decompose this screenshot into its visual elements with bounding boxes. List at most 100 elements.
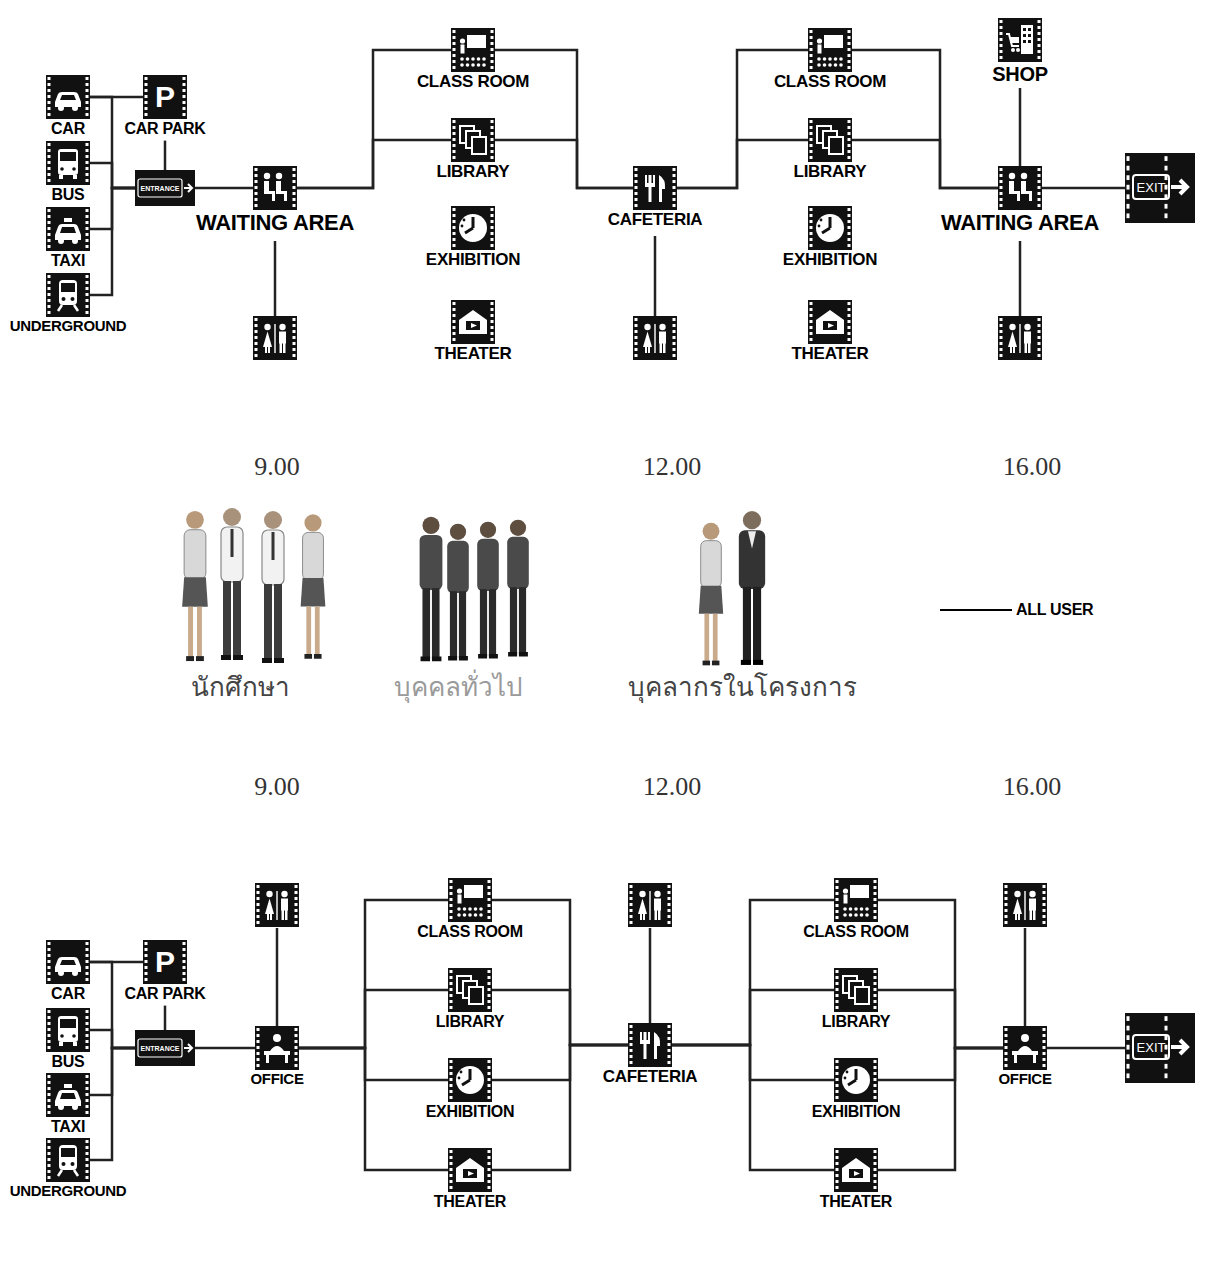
lib-node: LIBRARY [808,118,852,182]
flow-connector [90,188,135,295]
node-label: SHOP [992,63,1047,85]
time-label: 9.00 [254,451,300,482]
node-label: THEATER [434,1193,506,1211]
node-label: THEATER [792,345,869,364]
node-label: CAR PARK [125,985,206,1003]
office-node: OFFICE [1003,1026,1047,1088]
lib-icon [451,118,495,162]
class-icon [451,28,495,72]
car-node: CAR [46,75,90,138]
node-label: THEATER [435,345,512,364]
node-label: CAFETERIA [608,211,703,230]
flow-connector [1047,1047,1125,1050]
flow-connector [195,187,253,190]
lib-node: LIBRARY [448,968,492,1031]
flow-connector [90,962,135,1048]
flow-connector [492,990,628,1045]
node-label: CLASS ROOM [417,73,529,92]
time-label: 12.00 [643,451,702,482]
lib-icon [834,968,878,1012]
office-icon [255,1026,299,1070]
thea-node: THEATER [834,1148,878,1211]
icon-text: EXIT [1133,175,1169,199]
thea-node: THEATER [808,300,852,364]
taxi-node: TAXI [46,207,90,270]
flow-connector [672,990,834,1045]
thea-icon [808,300,852,344]
icon-text: P [143,75,187,119]
train-node: UNDERGROUND [46,1138,90,1200]
exit-node: EXIT [1125,153,1195,223]
node-label: WAITING AREA [196,211,354,235]
node-label: CLASS ROOM [774,73,886,92]
user-group-label: บุคคลทั่วไป [394,672,523,703]
car-icon [46,75,90,119]
park-node: PCAR PARK [143,940,187,1003]
flow-connector [299,1048,448,1170]
flow-connector [878,990,1003,1048]
cafe-node: CAFETERIA [633,166,677,230]
bus-icon [46,1008,90,1052]
exh-node: EXHIBITION [448,1058,492,1121]
node-label: EXHIBITION [812,1103,901,1121]
exh-node: EXHIBITION [808,206,852,270]
flow-connector [852,50,998,188]
exh-node: EXHIBITION [834,1058,878,1121]
exh-icon [808,206,852,250]
node-label: LIBRARY [437,163,510,182]
time-label: 16.00 [1003,451,1062,482]
flow-connector [878,900,1003,1048]
node-label: THEATER [820,1193,892,1211]
exh-icon [448,1058,492,1102]
node-label: CAR [51,120,85,138]
exh-node: EXHIBITION [451,206,495,270]
flow-connector [90,163,135,188]
user-group-label: นักศึกษา [191,672,290,703]
flow-connector [90,1030,135,1048]
thea-node: THEATER [451,300,495,364]
lib-icon [448,968,492,1012]
icon-text: ENTRANCE [138,179,182,197]
thea-node: THEATER [448,1148,492,1211]
seat-icon [253,166,297,210]
flow-connector [1042,187,1125,190]
flow-connector [495,140,633,188]
lib-node: LIBRARY [834,968,878,1031]
node-label: UNDERGROUND [10,318,127,335]
flow-connector [90,1048,135,1160]
train-icon [46,273,90,317]
node-label: UNDERGROUND [10,1183,127,1200]
node-label: CLASS ROOM [417,923,522,941]
legend-text: ALL USER [1016,601,1093,619]
flow-connector [672,900,834,1045]
class-icon [808,28,852,72]
class-node: CLASS ROOM [834,878,878,941]
node-label: OFFICE [998,1071,1051,1088]
bus-node: BUS [46,1008,90,1071]
flow-connector [164,141,167,170]
flow-connector [164,1006,167,1030]
flow-connector [677,50,808,188]
user-group-label: บุคลากรในโครงการ [628,672,857,703]
legend-entry: ALL USER [940,601,1093,619]
shop-icon [998,18,1042,62]
flow-connector [677,140,808,188]
taxi-icon [46,207,90,251]
shop-node: SHOP [998,18,1042,85]
ent-node: ENTRANCE [135,170,195,206]
node-label: CAFETERIA [603,1068,698,1087]
flow-connector [878,1048,1003,1080]
taxi-icon [46,1073,90,1117]
exh-icon [834,1058,878,1102]
office-node: OFFICE [255,1026,299,1088]
class-node: CLASS ROOM [808,28,852,92]
seat-node: WAITING AREA [253,166,297,235]
cafe-icon [633,166,677,210]
park-node: PCAR PARK [143,75,187,138]
seat-icon [998,166,1042,210]
node-label: CLASS ROOM [803,923,908,941]
taxi-node: TAXI [46,1073,90,1136]
node-label: TAXI [51,252,85,270]
node-label: WAITING AREA [941,211,1099,235]
icon-text: ENTRANCE [138,1039,182,1057]
